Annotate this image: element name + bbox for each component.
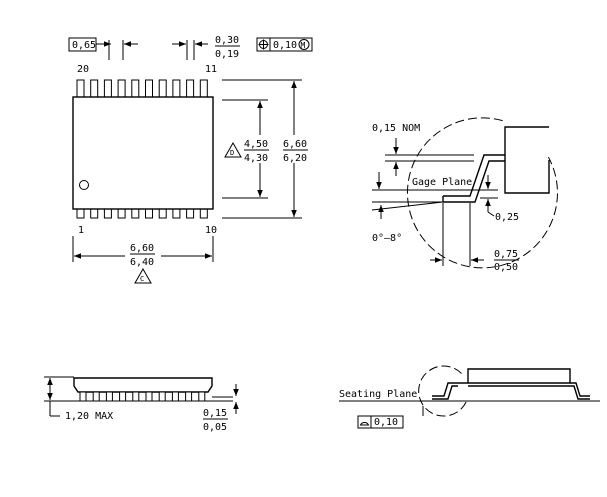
body-width-min: 4,30 xyxy=(244,153,268,164)
foot-length-min: 0,50 xyxy=(494,262,518,273)
body-length-min: 6,40 xyxy=(130,257,154,268)
position-tolerance-frame xyxy=(256,37,313,52)
lead-thickness-nom: 0,15 NOM xyxy=(372,123,420,134)
lead-width-min: 0,19 xyxy=(215,49,239,60)
gage-dim-value: 0,25 xyxy=(495,212,519,223)
lead-angle-label: 0°–8° xyxy=(372,233,402,244)
top-pin xyxy=(145,79,153,98)
top-pin xyxy=(186,79,195,98)
side-pin xyxy=(171,391,179,402)
overall-height-min: 6,20 xyxy=(283,153,307,164)
pin-label-11: 11 xyxy=(205,64,217,75)
detail-lead-bottom xyxy=(443,160,505,203)
seating-plane-label: Seating Plane xyxy=(339,389,417,400)
side-pin xyxy=(79,391,87,402)
top-pin-row xyxy=(76,79,208,98)
datum-d-triangle xyxy=(224,141,242,158)
top-pin xyxy=(131,79,140,98)
detail-circle xyxy=(406,117,558,269)
datum-c-letter: C xyxy=(140,275,144,283)
gage-plane-label: Gage Plane xyxy=(412,177,472,188)
bottom-pin xyxy=(103,208,112,219)
bottom-pin xyxy=(90,208,99,219)
seating-lead-left xyxy=(432,382,454,397)
side-pin xyxy=(132,391,140,402)
position-tolerance-value: 0,10 xyxy=(273,40,297,51)
pin-label-1: 1 xyxy=(78,225,84,236)
side-pin xyxy=(119,391,127,402)
bottom-pin-row xyxy=(76,208,208,219)
side-pin xyxy=(198,391,206,402)
mmc-modifier-letter: M xyxy=(301,41,306,50)
top-pin xyxy=(117,79,126,98)
standoff-max: 0,15 xyxy=(203,408,227,419)
pin-label-10: 10 xyxy=(205,225,217,236)
detail-lead-top xyxy=(443,154,505,197)
side-body xyxy=(73,377,213,393)
pin-label-20: 20 xyxy=(77,64,89,75)
seating-detail-circle xyxy=(418,365,468,417)
overall-height-max: 6,60 xyxy=(283,139,307,150)
flatness-symbol-icon xyxy=(359,422,370,426)
bottom-pin xyxy=(117,208,126,219)
detail-body-edge xyxy=(504,126,550,194)
standoff-min: 0,05 xyxy=(203,422,227,433)
datum-c-triangle xyxy=(134,267,152,284)
pin1-indicator xyxy=(79,180,89,190)
seating-lead-right xyxy=(570,382,590,397)
bottom-pin xyxy=(145,208,153,219)
package-body xyxy=(72,96,214,210)
top-pin xyxy=(90,79,99,98)
side-pin xyxy=(185,391,193,402)
pitch-label: 0,65 xyxy=(72,40,96,51)
top-pin xyxy=(103,79,112,98)
side-pin xyxy=(92,391,100,402)
bottom-pin xyxy=(172,208,181,219)
angle-reference-line xyxy=(371,201,444,211)
top-view: 0,65 0,30 0,19 0,10 M 20 11 1 10 xyxy=(68,35,313,284)
top-pin xyxy=(76,79,85,98)
side-pin xyxy=(158,391,166,402)
body-length-max: 6,60 xyxy=(130,243,154,254)
lead-width-max: 0,30 xyxy=(215,35,239,46)
body-width-max: 4,50 xyxy=(244,139,268,150)
bottom-pin xyxy=(76,208,85,219)
side-pin xyxy=(145,391,153,402)
datum-d-letter: D xyxy=(230,149,234,157)
side-view: 1,20 MAX 0,15 0,05 xyxy=(44,376,239,433)
flatness-value: 0,10 xyxy=(374,417,398,428)
foot-length-max: 0,75 xyxy=(494,249,518,260)
seating-body-top xyxy=(454,368,571,384)
top-pin xyxy=(199,79,208,98)
top-pin xyxy=(158,79,167,98)
flatness-frame xyxy=(357,415,404,429)
seating-plane-view: Seating Plane 0,10 xyxy=(339,365,600,429)
side-pin-row xyxy=(79,391,206,402)
bottom-pin xyxy=(199,208,208,219)
bottom-pin xyxy=(186,208,195,219)
mmc-modifier-icon xyxy=(298,39,310,50)
max-height-label: 1,20 MAX xyxy=(65,411,113,422)
bottom-pin xyxy=(131,208,140,219)
top-pin xyxy=(172,79,181,98)
lead-detail-view: 0,15 NOM Gage Plane 0,25 0°–8° 0,75 0,50 xyxy=(371,117,558,273)
bottom-pin xyxy=(158,208,167,219)
side-pin xyxy=(105,391,113,402)
